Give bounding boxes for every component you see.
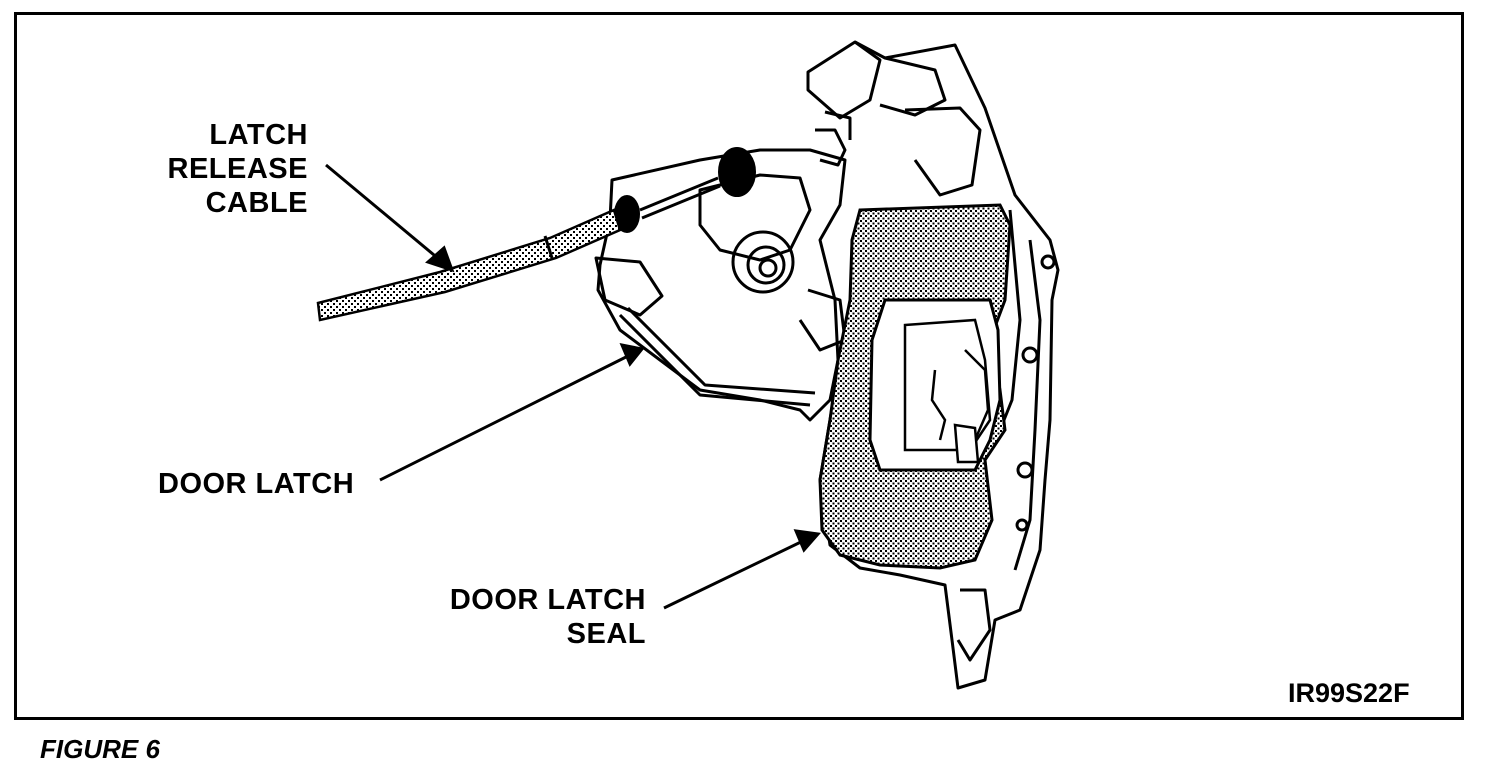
figure-caption: FIGURE 6 — [40, 734, 160, 764]
latch-release-cable-label: LATCH RELEASE CABLE — [168, 118, 308, 220]
door-latch-seal-label-line2: SEAL — [566, 618, 646, 650]
door-latch-label: DOOR LATCH — [158, 468, 355, 500]
figure-frame — [14, 12, 1464, 720]
latch-release-cable-label-line2: RELEASE — [167, 153, 308, 185]
door-latch-seal-label-line1: DOOR LATCH — [449, 584, 646, 616]
latch-release-cable-label-line3: CABLE — [205, 187, 308, 219]
figure-code: IR99S22F — [1288, 678, 1410, 708]
door-latch-leader — [379, 354, 629, 482]
latch-release-cable-leader — [325, 163, 441, 262]
door-latch-seal — [818, 203, 1012, 570]
latch-release-cable — [316, 208, 622, 322]
door-latch-seal-leader — [663, 538, 806, 610]
leader-arrows — [325, 163, 821, 610]
door-latch-seal-label: DOOR LATCH SEAL — [450, 583, 646, 651]
latch-release-cable-label-line1: LATCH — [209, 119, 308, 151]
cable-wire — [639, 176, 721, 220]
latch-mounting-plate — [806, 40, 1060, 690]
door-latch-body — [594, 110, 852, 422]
